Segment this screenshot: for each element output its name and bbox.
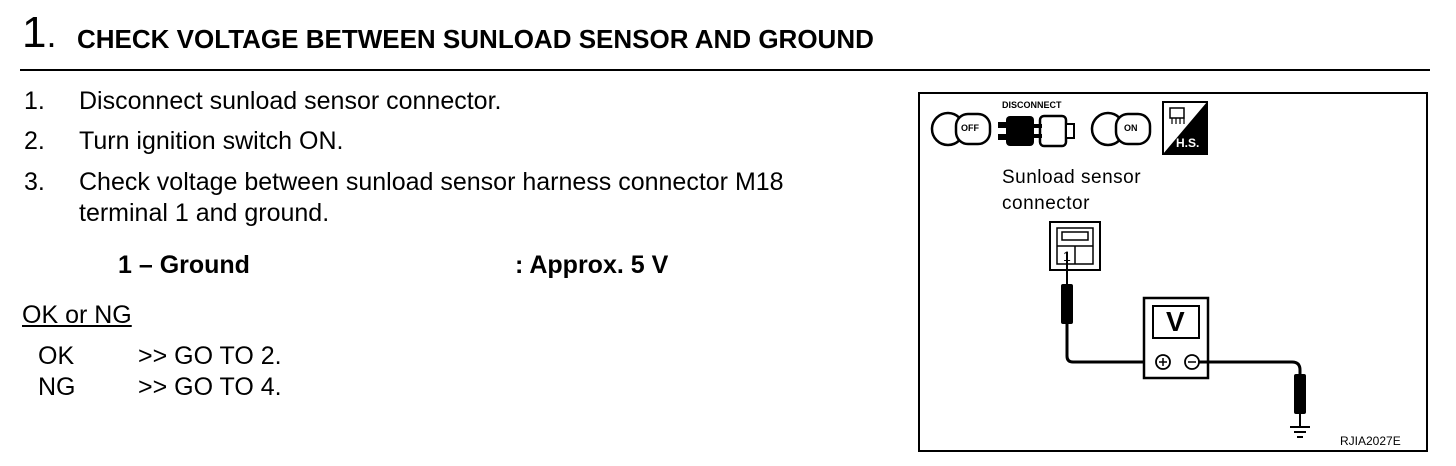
step-number: 1. [22,8,57,57]
instruction-text: Check voltage between sunload sensor har… [79,168,784,196]
ground-symbol-icon [1290,426,1310,438]
positive-probe-lead [1061,252,1160,364]
result-ng-label: NG [38,373,76,401]
ignition-key-on-icon [1090,111,1152,147]
hs-label: H.S. [1176,136,1200,150]
title-divider [20,69,1430,71]
instruction-number: 2. [24,127,45,155]
spec-value: : Approx. 5 V [515,251,669,279]
disconnect-label: DISCONNECT [1002,100,1062,110]
connector-label: Sunload sensor [1002,167,1142,188]
result-ok-action[interactable]: >> GO TO 2. [138,342,282,370]
key-on-label: ON [1124,123,1138,133]
instruction-text: Turn ignition switch ON. [79,127,344,155]
ok-ng-heading: OK or NG [22,301,132,329]
voltmeter [1142,296,1210,380]
terminal-number: 1 [1063,248,1071,264]
figure-code: RJIA2027E [1340,434,1401,448]
instruction-text: terminal 1 and ground. [79,199,330,227]
result-ng-action[interactable]: >> GO TO 4. [138,373,282,401]
ignition-key-off-icon [930,111,992,147]
key-off-label: OFF [961,123,979,133]
wiring-diagram [930,101,1310,438]
instruction-number: 3. [24,168,45,196]
wiring-figure: OFF DISCONNECT ON H.S. Sunload sensor co… [918,92,1428,452]
connector-label-line2: connector [1002,193,1090,214]
harness-side-icon [1162,101,1208,155]
negative-probe-lead [1199,360,1306,426]
instruction-text: Disconnect sunload sensor connector. [79,87,502,115]
sunload-sensor-connector [1049,221,1101,271]
result-ok-label: OK [38,342,75,370]
disconnect-connector-icon [998,114,1075,148]
instruction-number: 1. [24,87,45,115]
step-title: CHECK VOLTAGE BETWEEN SUNLOAD SENSOR AND… [77,24,874,54]
voltmeter-label: V [1166,306,1185,337]
spec-label: 1 – Ground [118,251,250,279]
